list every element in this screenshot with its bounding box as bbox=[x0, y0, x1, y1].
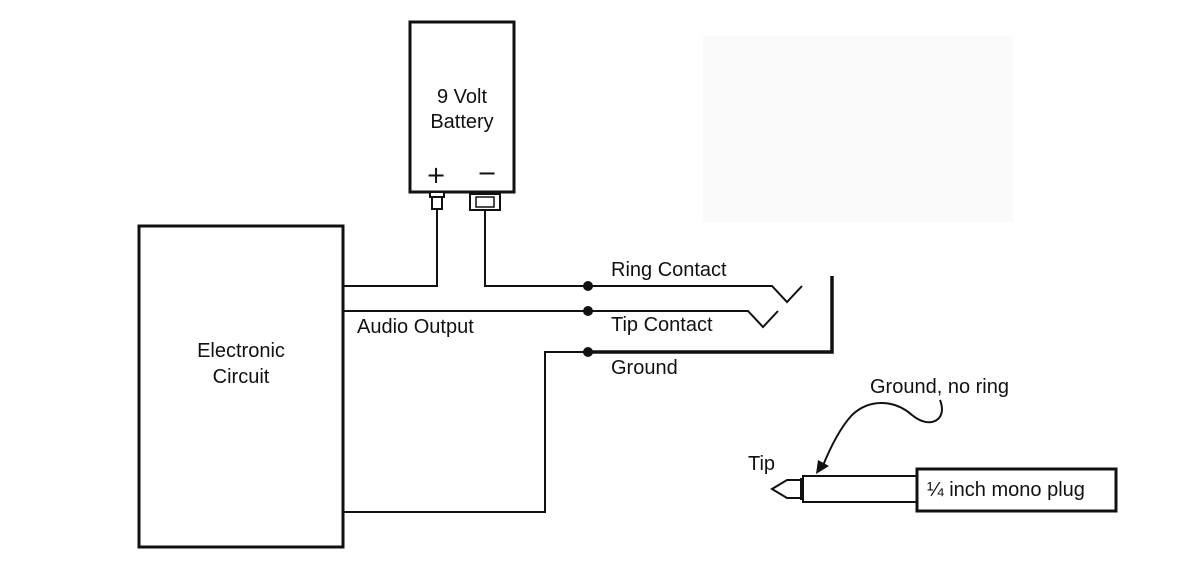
ring-contact-spring bbox=[588, 285, 803, 304]
tip-label: Tip bbox=[748, 453, 775, 475]
plug-sleeve bbox=[802, 475, 918, 503]
tip-contact-spring bbox=[588, 310, 779, 329]
circuit-label-line2: Circuit bbox=[213, 366, 270, 388]
annotation-arrow-line bbox=[821, 399, 943, 469]
wire-ring bbox=[484, 210, 588, 287]
faint-background-panel bbox=[703, 36, 1013, 222]
battery-label-line2: Battery bbox=[430, 111, 493, 133]
battery: 9 Volt Battery + − bbox=[408, 20, 516, 211]
ground-label: Ground bbox=[611, 357, 678, 379]
plug-tip bbox=[770, 479, 802, 499]
electronic-circuit: Electronic Circuit bbox=[137, 224, 345, 549]
battery-plus-symbol: + bbox=[426, 161, 446, 189]
tip-contact-label: Tip Contact bbox=[611, 314, 713, 336]
wire-battery-plus bbox=[343, 209, 438, 287]
battery-minus-symbol: − bbox=[477, 159, 497, 187]
audio-output-label: Audio Output bbox=[357, 316, 474, 338]
battery-minus-terminal-inner bbox=[475, 196, 495, 208]
circuit-body bbox=[137, 224, 345, 549]
ring-contact-label: Ring Contact bbox=[611, 259, 727, 281]
annotation-arrow-head bbox=[816, 460, 829, 474]
circuit-label-line1: Electronic bbox=[197, 340, 285, 362]
ground-no-ring-label: Ground, no ring bbox=[870, 376, 1009, 398]
plug-handle bbox=[915, 467, 1118, 513]
ground-contact-sleeve bbox=[588, 276, 834, 354]
battery-plus-terminal bbox=[431, 196, 443, 210]
wire-ground bbox=[343, 351, 588, 513]
battery-label-line1: 9 Volt bbox=[437, 86, 487, 108]
battery-body bbox=[408, 20, 516, 194]
mono-plug: ¼ inch mono plug bbox=[770, 467, 1118, 513]
plug-label: ¼ inch mono plug bbox=[927, 479, 1085, 501]
